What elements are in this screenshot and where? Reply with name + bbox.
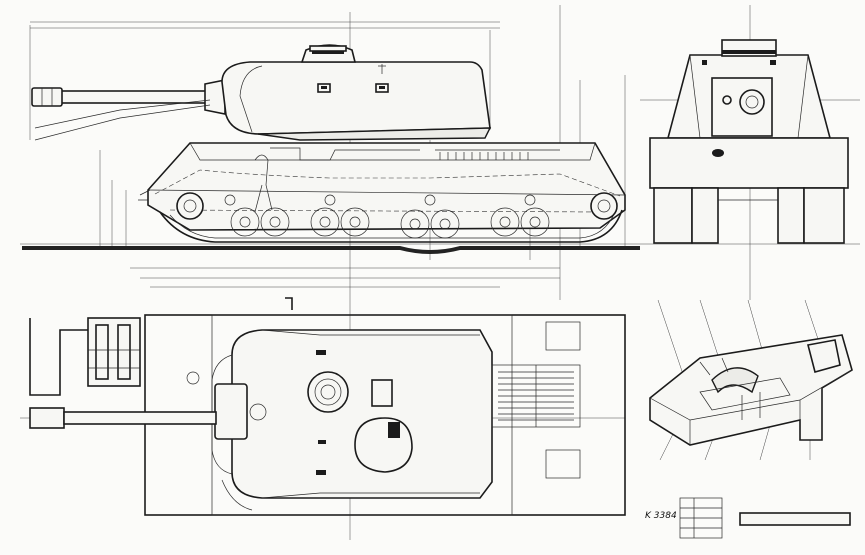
cross-section-inset bbox=[29, 317, 141, 396]
hull-side bbox=[138, 142, 626, 231]
running-gear-side bbox=[159, 192, 623, 243]
side-elevation-view bbox=[22, 44, 640, 254]
ground-line bbox=[22, 246, 640, 254]
front-tracks bbox=[653, 187, 845, 244]
road-wheels bbox=[224, 194, 550, 239]
title-block: K 3384 bbox=[645, 497, 851, 539]
front-elevation-view bbox=[649, 39, 849, 244]
drawing-number-stamp: K 3384 bbox=[645, 511, 677, 521]
isometric-hull-section-view bbox=[649, 299, 853, 461]
engine-deck-grilles bbox=[491, 364, 581, 428]
main-gun-barrel bbox=[31, 79, 226, 141]
turret-side bbox=[221, 44, 492, 141]
top-plan-view bbox=[29, 297, 626, 516]
